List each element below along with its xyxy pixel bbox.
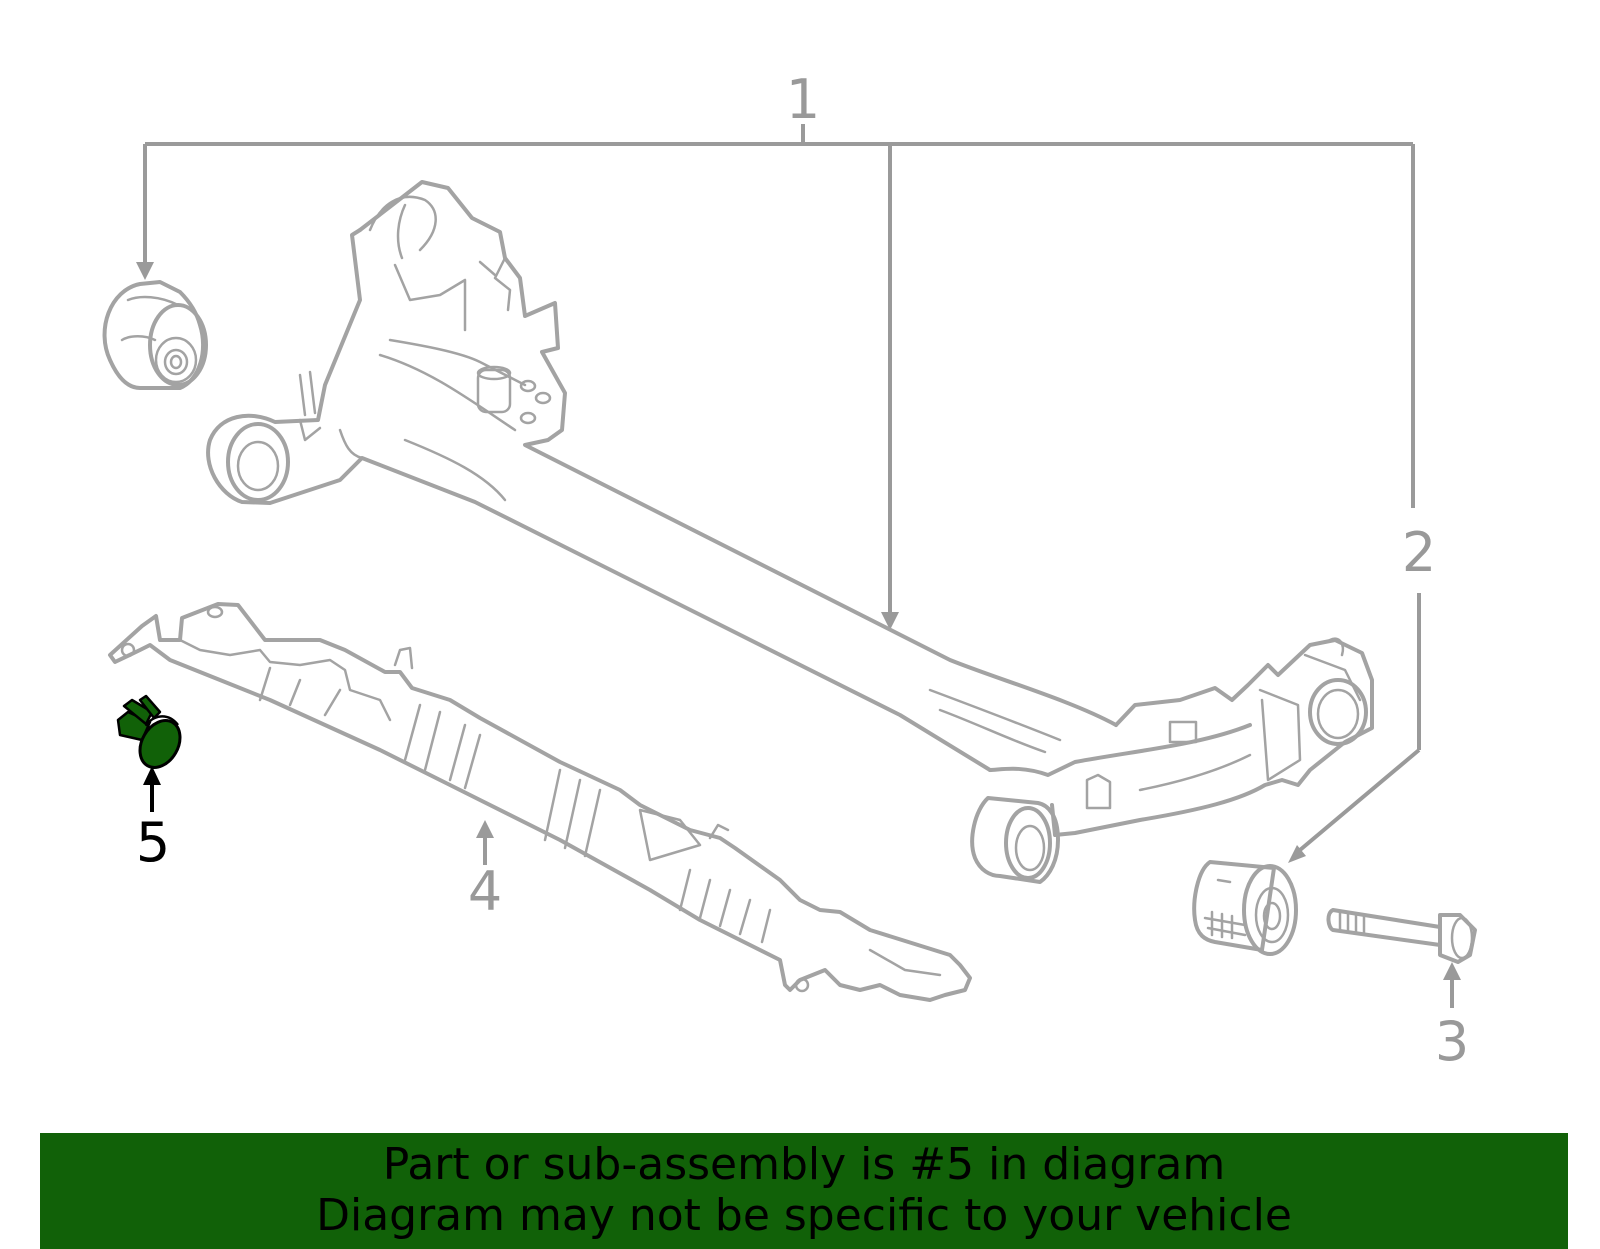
parts-diagram: 1 2 3 4 5 <box>102 68 1477 1073</box>
callout-1-leaders <box>136 124 1415 630</box>
callout-4: 4 <box>468 860 502 923</box>
banner-line-1: Part or sub-assembly is #5 in diagram <box>382 1139 1226 1190</box>
callout-3-leader <box>1443 962 1461 1008</box>
bolt <box>1326 908 1477 964</box>
callout-2-leaders <box>1288 593 1421 863</box>
rear-axle-beam <box>206 180 1374 884</box>
bushing-right <box>1192 860 1298 956</box>
callout-4-leader <box>476 820 494 865</box>
banner-line-2: Diagram may not be specific to your vehi… <box>316 1190 1292 1241</box>
callout-1: 1 <box>786 68 820 131</box>
callout-3: 3 <box>1435 1010 1469 1073</box>
callout-5-leader <box>143 766 161 812</box>
bushing-left <box>102 280 208 390</box>
reinforcement-bar <box>108 602 972 1002</box>
info-banner: Part or sub-assembly is #5 in diagram Di… <box>40 1133 1568 1249</box>
callout-5-highlighted: 5 <box>136 811 170 874</box>
callout-2: 2 <box>1402 521 1436 584</box>
highlighted-part-5-clip <box>116 694 182 769</box>
